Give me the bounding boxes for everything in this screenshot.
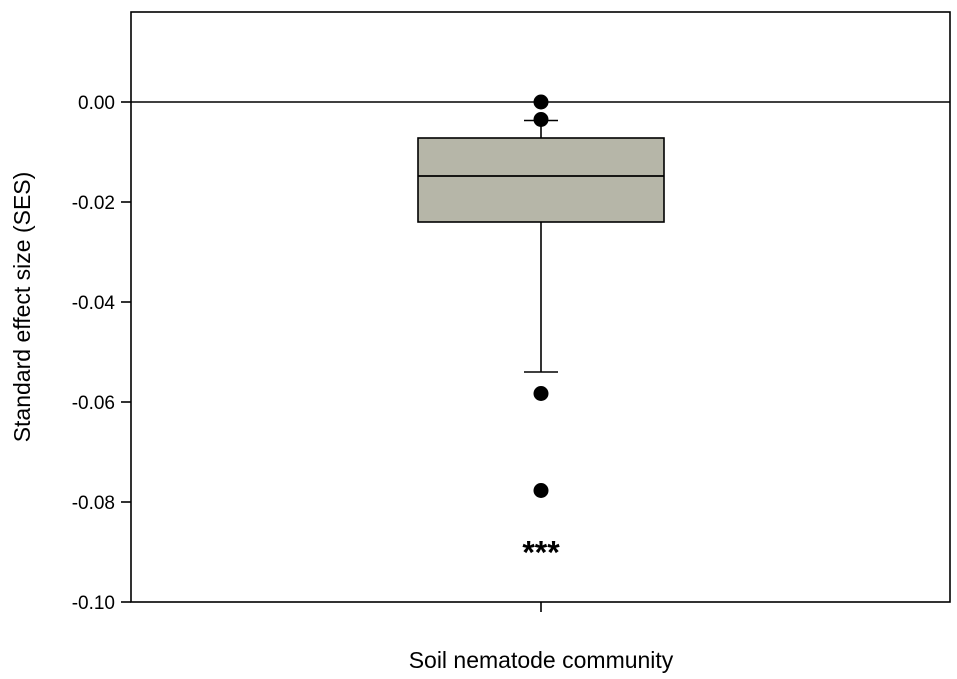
y-axis-title: Standard effect size (SES) — [9, 172, 35, 443]
outlier-points — [533, 94, 549, 498]
significance-annotation: *** — [522, 535, 560, 571]
y-axis: 0.00 -0.02 -0.04 -0.06 -0.08 -0.10 — [72, 93, 131, 614]
x-axis-title: Soil nematode community — [409, 647, 674, 673]
y-tick-label: -0.10 — [72, 593, 115, 614]
y-tick-label: -0.02 — [72, 193, 115, 214]
interquartile-box — [417, 137, 665, 223]
outlier-point — [533, 386, 549, 401]
outlier-point — [533, 483, 549, 498]
box-element — [417, 119, 665, 373]
outlier-point — [533, 94, 549, 110]
y-tick-label: -0.06 — [72, 393, 115, 414]
y-tick-label: -0.08 — [72, 493, 115, 514]
y-tick-label: -0.04 — [72, 293, 116, 314]
outlier-point — [533, 112, 549, 127]
y-tick-label: 0.00 — [78, 93, 115, 114]
